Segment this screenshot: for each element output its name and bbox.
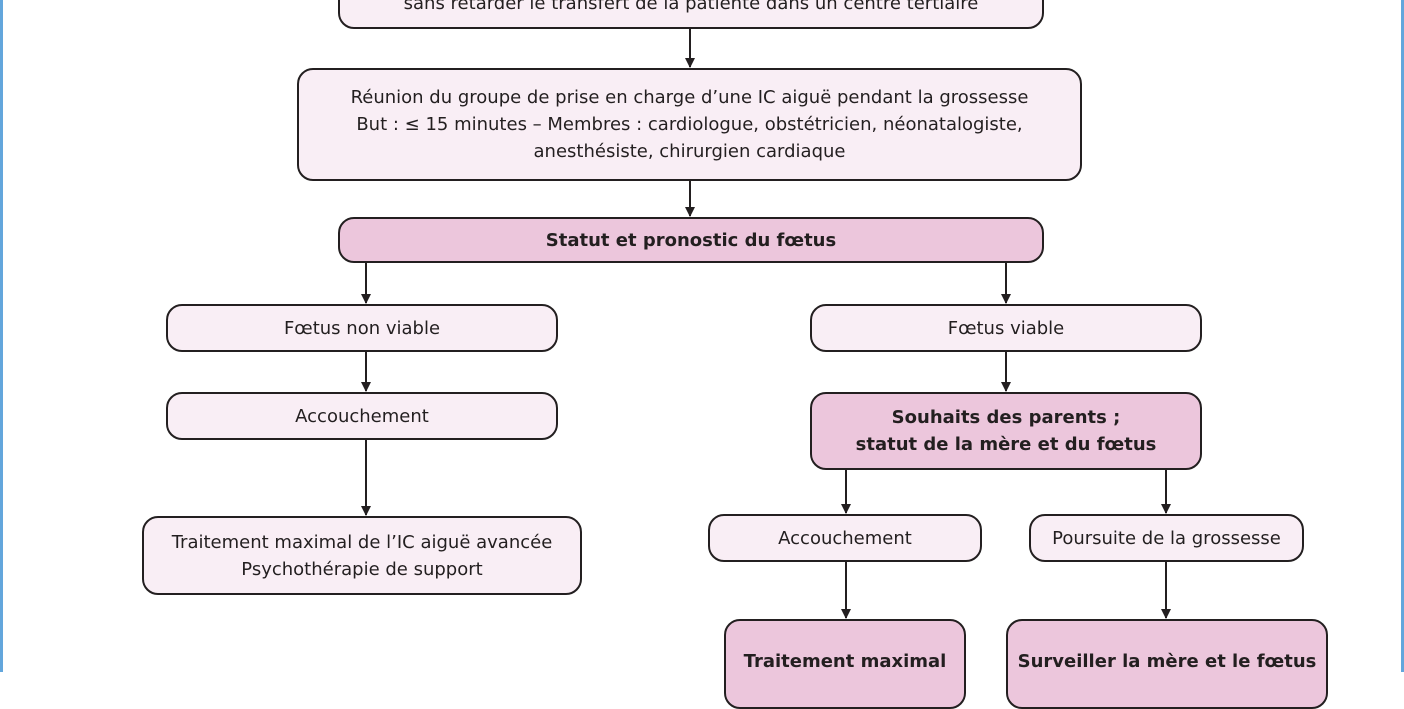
fetal-status-label: Statut et pronostic du fœtus	[545, 229, 837, 251]
parents-wishes-line: statut de la mère et du fœtus	[855, 434, 1157, 455]
left-treatment-line: Traitement maximal de l’IC aiguë avancée	[171, 531, 553, 553]
non-viable-label: Fœtus non viable	[283, 317, 441, 339]
top-note-line: sans retarder le transfert de la patient…	[403, 0, 979, 14]
top-note-box: sans retarder le transfert de la patient…	[338, 0, 1044, 29]
fetal-status-box: Statut et pronostic du fœtus	[338, 217, 1044, 263]
connector-arrows	[361, 28, 1171, 619]
left-treatment-line: Psychothérapie de support	[241, 558, 483, 580]
right-delivery-box: Accouchement	[708, 514, 982, 562]
meeting-line: But : ≤ 15 minutes – Membres : cardiolog…	[356, 114, 1023, 135]
monitor-box: Surveiller la mère et le fœtus	[1006, 619, 1328, 709]
parents-wishes-box: Souhaits des parents ; statut de la mère…	[810, 392, 1202, 470]
viable-box: Fœtus viable	[810, 304, 1202, 352]
meeting-box: Réunion du groupe de prise en charge d’u…	[297, 68, 1082, 181]
continue-pregnancy-label: Poursuite de la grossesse	[1052, 527, 1281, 549]
left-delivery-label: Accouchement	[295, 405, 429, 427]
viable-label: Fœtus viable	[947, 317, 1065, 339]
bottom-treatment-box: Traitement maximal	[724, 619, 966, 709]
right-delivery-label: Accouchement	[778, 527, 912, 549]
meeting-line: Réunion du groupe de prise en charge d’u…	[350, 87, 1029, 108]
left-treatment-box: Traitement maximal de l’IC aiguë avancée…	[142, 516, 582, 595]
non-viable-box: Fœtus non viable	[166, 304, 558, 352]
monitor-label: Surveiller la mère et le fœtus	[1017, 651, 1317, 672]
meeting-line: anesthésiste, chirurgien cardiaque	[533, 141, 846, 162]
left-delivery-box: Accouchement	[166, 392, 558, 440]
parents-wishes-line: Souhaits des parents ;	[891, 407, 1121, 428]
continue-pregnancy-box: Poursuite de la grossesse	[1029, 514, 1304, 562]
bottom-treatment-label: Traitement maximal	[743, 651, 947, 672]
